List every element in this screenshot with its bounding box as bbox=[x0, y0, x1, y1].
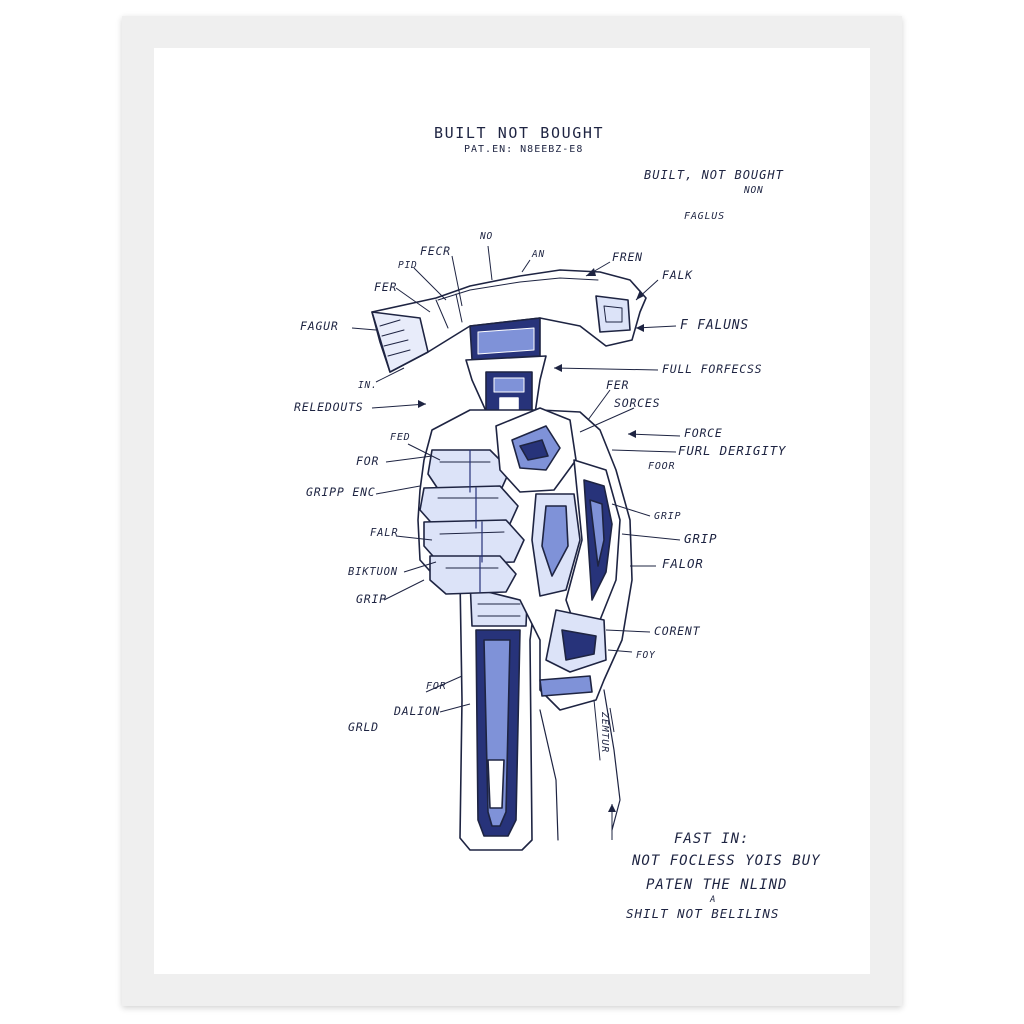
label-gripp-enc: GRIPP ENC bbox=[306, 485, 376, 499]
label-an: AN bbox=[532, 249, 546, 260]
label-sorces: SORCES bbox=[614, 396, 661, 410]
corner-title: BUILT, NOT BOUGHT bbox=[644, 168, 784, 182]
note-line-2: NOT FOCLESS YOIS BUY bbox=[632, 853, 821, 869]
note-line-4: A bbox=[710, 895, 717, 905]
arrow-heads bbox=[418, 268, 644, 812]
corner-subtitle-2: FAGLUS bbox=[684, 211, 725, 222]
leader-lines bbox=[351, 245, 681, 840]
label-no: NO bbox=[480, 231, 494, 242]
label-corent: CORENT bbox=[654, 624, 701, 638]
label-force: FORCE bbox=[684, 426, 723, 440]
label-for-bottom: FOR bbox=[426, 681, 447, 692]
label-falr: FALR bbox=[370, 527, 399, 539]
label-grip-left: GRIP bbox=[356, 592, 387, 606]
patent-number: PAT.EN: N8EEBZ-E8 bbox=[464, 144, 584, 155]
note-line-3: PATEN THE NLIND bbox=[646, 877, 788, 893]
note-line-5: SHILT NOT BELILINS bbox=[626, 906, 780, 921]
hammer-head bbox=[371, 269, 647, 373]
label-full-forfecss: FULL FORFECSS bbox=[662, 362, 763, 376]
label-fagur: FAGUR bbox=[300, 319, 339, 333]
label-foy: FOY bbox=[636, 650, 656, 661]
label-furl-derigity: FURL DERIGITY bbox=[678, 443, 787, 458]
label-grld: GRLD bbox=[348, 720, 379, 734]
label-grip-right-small: GRIP bbox=[654, 511, 682, 522]
hammer-handle bbox=[459, 577, 539, 851]
label-dalion: DALION bbox=[394, 704, 441, 718]
forearm bbox=[539, 689, 621, 841]
label-fren: FREN bbox=[612, 250, 643, 264]
label-f-faluns: F FALUNS bbox=[680, 318, 750, 333]
label-biktuon: BIKTUON bbox=[348, 566, 398, 578]
label-grip-right: GRIP bbox=[684, 531, 718, 546]
label-fer-top: FER bbox=[374, 280, 398, 294]
label-falk: FALK bbox=[662, 268, 693, 282]
corner-subtitle: NON bbox=[744, 185, 764, 196]
label-zemtur: ZEMTUR bbox=[599, 712, 610, 753]
label-in: IN. bbox=[358, 380, 378, 391]
print-title: BUILT NOT BOUGHT bbox=[434, 124, 605, 142]
glove-hand bbox=[417, 407, 633, 711]
note-line-1: FAST IN: bbox=[674, 831, 750, 847]
label-fed: FED bbox=[390, 432, 411, 443]
label-falor: FALOR bbox=[662, 556, 704, 571]
label-fecr: FECR bbox=[420, 244, 451, 258]
label-foor: FOOR bbox=[648, 461, 676, 472]
label-for-left: FOR bbox=[356, 454, 380, 468]
label-pid: PID bbox=[398, 260, 418, 271]
label-fer-mid: FER bbox=[606, 378, 630, 392]
label-releddouts: RELEDOUTS bbox=[294, 400, 364, 414]
